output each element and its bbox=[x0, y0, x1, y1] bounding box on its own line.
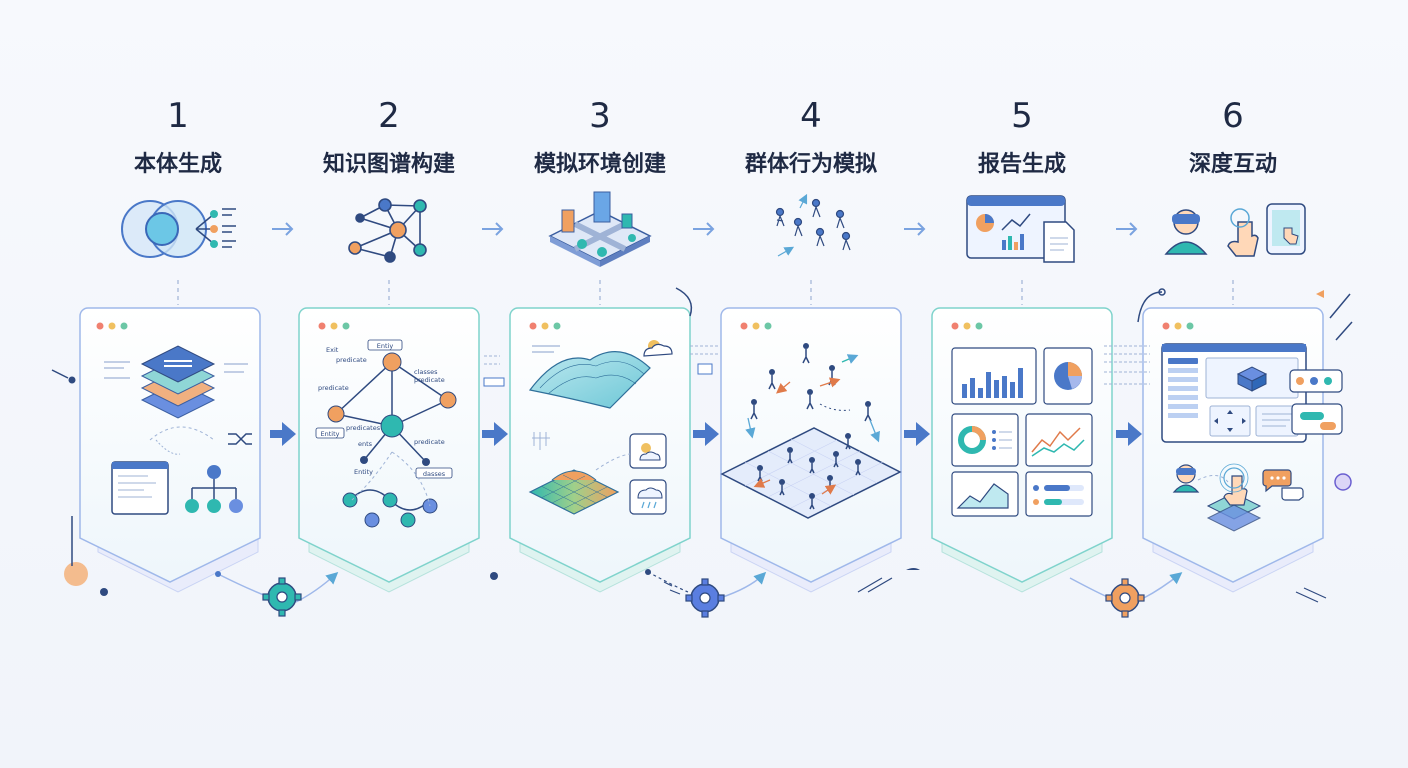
chat-bubble-icon bbox=[1262, 469, 1292, 493]
inter-card-connectors bbox=[483, 287, 1150, 387]
graph-label: classes bbox=[414, 368, 438, 376]
step-1-title: 本体生成 bbox=[133, 152, 222, 177]
gear-icon bbox=[262, 577, 302, 617]
gear-icon bbox=[685, 578, 725, 618]
card-crowd-simulation bbox=[720, 307, 902, 593]
crowd-agents-icon bbox=[775, 193, 851, 257]
chat-bubble-icon bbox=[1281, 487, 1304, 501]
arrow-icon bbox=[482, 422, 508, 446]
step-6-number: 6 bbox=[1222, 96, 1244, 136]
card-ontology bbox=[79, 307, 261, 593]
graph-label: predicate bbox=[336, 356, 367, 364]
hand-touch-icon bbox=[1227, 221, 1259, 257]
knowledge-graph-icon bbox=[348, 198, 427, 263]
graph-label: predicate bbox=[318, 384, 349, 392]
arrow-icon bbox=[693, 422, 719, 446]
card-knowledge-graph: Entiy Exit predicate predicate classes p… bbox=[298, 307, 480, 593]
step-6-title: 深度互动 bbox=[1188, 152, 1277, 177]
dpad-icon bbox=[1209, 405, 1251, 437]
top-arrows bbox=[272, 222, 1138, 236]
graph-label: Entiy bbox=[377, 342, 394, 350]
arrow-icon bbox=[1116, 422, 1142, 446]
shuffle-icon bbox=[228, 433, 252, 445]
dashed-connectors bbox=[177, 280, 1234, 305]
weather-cloud-icon bbox=[643, 343, 673, 357]
graph-label: predicate bbox=[414, 438, 445, 446]
interaction-icons bbox=[1164, 203, 1306, 257]
graph-label: dasses bbox=[423, 470, 446, 478]
bottom-gears bbox=[215, 569, 1183, 618]
step-2-title: 知识图谱构建 bbox=[322, 152, 455, 177]
step-4-number: 4 bbox=[800, 96, 822, 136]
arrow-icon bbox=[482, 222, 504, 236]
step-1-number: 1 bbox=[167, 96, 189, 136]
agent-figures bbox=[751, 343, 871, 499]
middle-arrows bbox=[270, 422, 1142, 446]
step-2-number: 2 bbox=[378, 96, 400, 136]
progress-list-icon bbox=[1025, 471, 1093, 517]
gear-icon bbox=[1105, 578, 1145, 618]
line-chart-icon bbox=[1025, 413, 1093, 467]
decorations bbox=[51, 288, 1353, 603]
card-report bbox=[931, 307, 1113, 593]
hierarchy-icon bbox=[191, 478, 237, 500]
arrow-icon bbox=[904, 222, 926, 236]
step-3-title: 模拟环境创建 bbox=[533, 152, 666, 177]
report-dashboard-icon bbox=[966, 195, 1075, 263]
arrow-icon bbox=[904, 422, 930, 446]
arrow-icon bbox=[272, 222, 294, 236]
graph-label: Entity bbox=[354, 468, 373, 476]
ontology-venn-icon bbox=[121, 200, 236, 258]
graph-label: Exit bbox=[326, 346, 339, 354]
code-window-icon bbox=[111, 461, 169, 515]
graph-label: predicates bbox=[346, 424, 381, 432]
graph-label: ents bbox=[358, 440, 373, 448]
step-3-number: 3 bbox=[589, 96, 611, 136]
step-5-title: 报告生成 bbox=[977, 152, 1066, 177]
step-5-number: 5 bbox=[1011, 96, 1033, 136]
card-environment bbox=[509, 307, 691, 593]
city-environment-icon bbox=[548, 191, 652, 267]
graph-label: predicate bbox=[414, 376, 445, 384]
arrow-icon bbox=[270, 422, 296, 446]
arrow-icon bbox=[693, 222, 715, 236]
card-interaction bbox=[1142, 307, 1343, 593]
graph-label: Entity bbox=[321, 430, 340, 438]
arrow-icon bbox=[1116, 222, 1138, 236]
step-4-title: 群体行为模拟 bbox=[744, 152, 877, 177]
